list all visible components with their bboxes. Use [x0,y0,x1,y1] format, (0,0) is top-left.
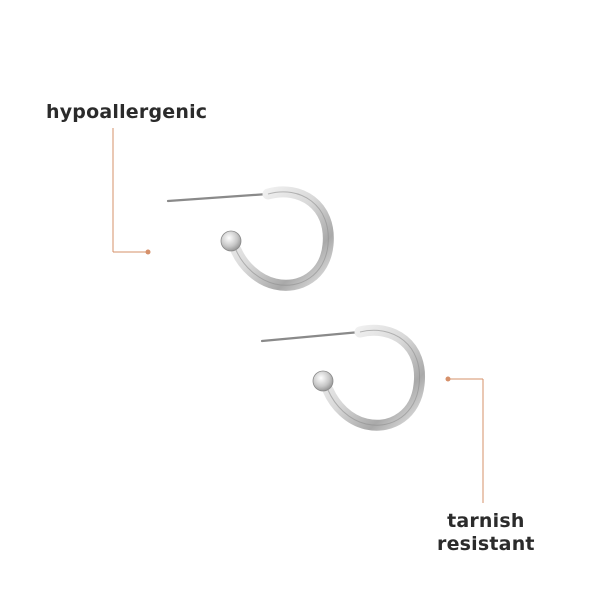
hoop-earring-icon [260,324,425,431]
label-tarnish-line2: resistant [437,533,535,555]
callout-hypoallergenic [112,128,151,255]
hoop-earring-icon [166,186,334,291]
callout-tarnish-resistant [445,376,484,503]
label-tarnish-line1: tarnish [447,510,525,532]
label-tarnish-resistant: tarnish resistant [437,510,535,556]
label-hypoallergenic: hypoallergenic [46,101,208,123]
